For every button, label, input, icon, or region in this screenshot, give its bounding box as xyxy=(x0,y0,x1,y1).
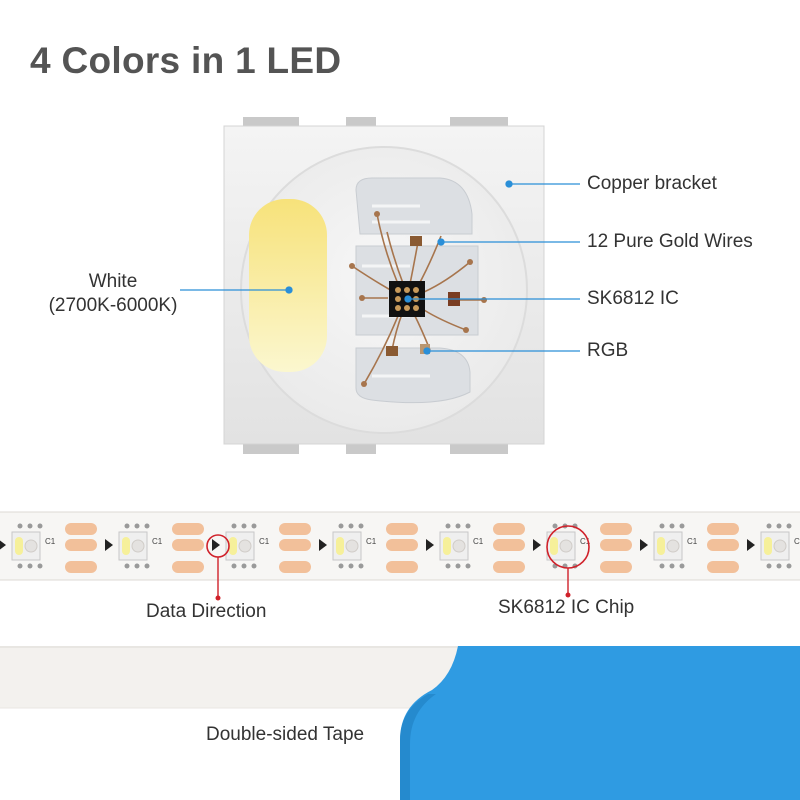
data-arrow xyxy=(533,539,541,551)
solder-pad xyxy=(386,523,418,535)
solder-pad xyxy=(386,539,418,551)
data-arrow xyxy=(319,539,327,551)
solder-pad xyxy=(172,523,204,535)
white-diode-mini xyxy=(657,537,665,555)
rgb-dome-mini xyxy=(24,539,38,553)
solder-pad xyxy=(600,523,632,535)
component-label-c1: C1 xyxy=(259,537,270,546)
rgb-die-bottom xyxy=(386,346,398,356)
rgb-dome-mini xyxy=(452,539,466,553)
solder-pad xyxy=(493,561,525,573)
page-title: 4 Colors in 1 LED xyxy=(30,40,342,81)
component-label-c1: C1 xyxy=(152,537,163,546)
white-diode-mini xyxy=(443,537,451,555)
white-diode-mini xyxy=(122,537,130,555)
white-diode-mini xyxy=(764,537,772,555)
solder-pad xyxy=(279,561,311,573)
solder-pad xyxy=(65,561,97,573)
component-label-c1: C1 xyxy=(580,537,591,546)
solder-pad xyxy=(279,523,311,535)
white-label: White (2700K-6000K) xyxy=(28,270,198,318)
data-arrow xyxy=(640,539,648,551)
data-arrow xyxy=(105,539,113,551)
rgb-dome-mini xyxy=(238,539,252,553)
white-diode-mini xyxy=(15,537,23,555)
component-label-c1: C1 xyxy=(366,537,377,546)
gold-wires-label: 12 Pure Gold Wires xyxy=(587,231,753,252)
solder-pad xyxy=(65,523,97,535)
white-label-range: (2700K-6000K) xyxy=(48,295,178,316)
component-label-c1: C1 xyxy=(45,537,56,546)
white-diode xyxy=(249,199,327,372)
solder-pad xyxy=(707,539,739,551)
data-arrow xyxy=(0,540,6,550)
rgb-dome-mini xyxy=(131,539,145,553)
metal-pins xyxy=(243,117,508,454)
white-label-name: White xyxy=(88,271,138,292)
white-diode-mini xyxy=(229,537,237,555)
data-arrow xyxy=(212,539,220,551)
callout-lines xyxy=(180,180,580,355)
solder-pad xyxy=(707,561,739,573)
component-label-c1: C1 xyxy=(794,537,800,546)
solder-pad xyxy=(707,523,739,535)
tape-label: Double-sided Tape xyxy=(206,724,365,745)
rgb-dome-mini xyxy=(666,539,680,553)
data-arrow xyxy=(426,539,434,551)
solder-pad xyxy=(279,539,311,551)
solder-pad xyxy=(386,561,418,573)
solder-pad xyxy=(493,539,525,551)
component-label-c1: C1 xyxy=(473,537,484,546)
ic-label: SK6812 IC xyxy=(587,288,679,309)
white-diode-mini xyxy=(336,537,344,555)
solder-pad xyxy=(65,539,97,551)
solder-pad xyxy=(172,539,204,551)
copper-bracket-label: Copper bracket xyxy=(587,173,717,194)
solder-pad xyxy=(493,523,525,535)
solder-pad xyxy=(600,539,632,551)
solder-pad xyxy=(172,561,204,573)
rgb-dome-mini xyxy=(345,539,359,553)
data-direction-label: Data Direction xyxy=(146,601,267,622)
rgb-dome-mini xyxy=(559,539,573,553)
rgb-label: RGB xyxy=(587,340,629,361)
rgb-die-top xyxy=(410,236,422,246)
rgb-dome-mini xyxy=(773,539,787,553)
led-chip-illustration xyxy=(180,117,580,454)
data-arrow xyxy=(747,539,755,551)
tape-blue-liner xyxy=(400,646,800,800)
tape-white-layer xyxy=(0,646,460,708)
component-label-c1: C1 xyxy=(687,537,698,546)
white-diode-mini xyxy=(550,537,558,555)
ic-chip-label: SK6812 IC Chip xyxy=(498,597,635,618)
solder-pad xyxy=(600,561,632,573)
